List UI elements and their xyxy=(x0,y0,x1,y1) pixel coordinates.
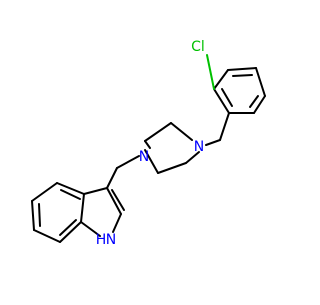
indole-pyrrole-ring xyxy=(80,187,125,237)
methylene-bond-2 xyxy=(106,167,118,189)
molecule-diagram: Cl N N H N xyxy=(31,39,266,248)
c-cl-bond xyxy=(206,54,215,90)
indole-benzene-ring xyxy=(31,182,85,243)
chlorine-label: Cl xyxy=(191,39,205,55)
indole-h-label: H xyxy=(96,232,107,248)
nitrogen-label-left: N xyxy=(139,149,149,165)
structure-canvas: Cl N N H N xyxy=(31,39,266,248)
methylene-bond-1 xyxy=(116,155,140,169)
piperazine-ring xyxy=(144,122,200,174)
chlorophenyl-ring xyxy=(213,67,266,114)
nitrogen-label-right: N xyxy=(194,139,204,155)
benzyl-bond-2 xyxy=(205,139,221,146)
indole-n-label: N xyxy=(106,232,116,248)
benzyl-bond-1 xyxy=(219,112,230,141)
